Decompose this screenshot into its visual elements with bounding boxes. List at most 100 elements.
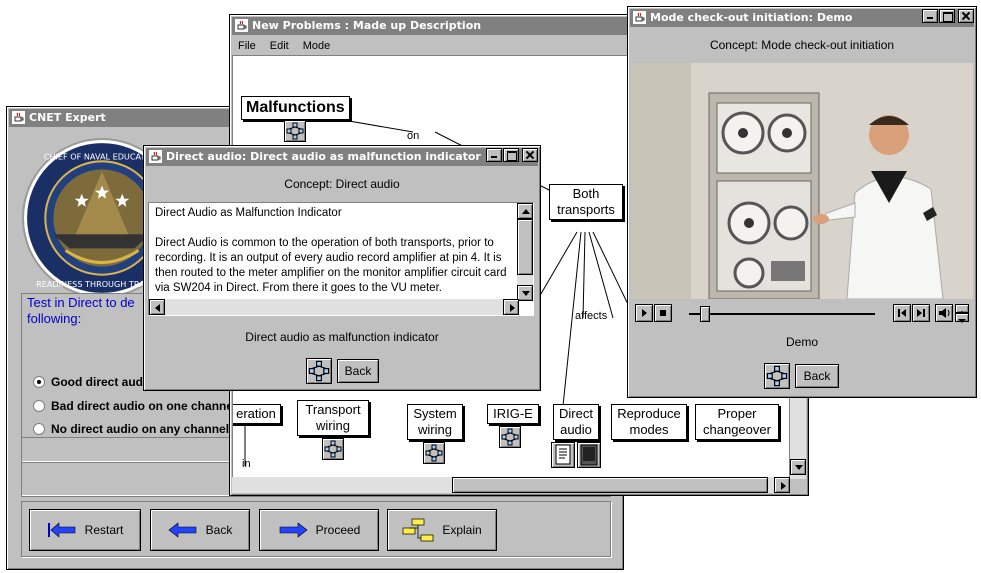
maximize-button[interactable] [503,148,519,162]
network-node-icon[interactable] [322,438,344,460]
concept-map-button[interactable] [306,358,332,384]
volume-button[interactable] [935,304,953,322]
node-operation[interactable]: eration [233,404,281,424]
radio-selected-icon[interactable] [33,376,45,388]
step-back-button[interactable] [893,304,911,322]
menu-file[interactable]: File [238,40,256,52]
option-label: No direct audio on any channel [51,422,230,436]
flowchart-icon [402,518,434,542]
menu-mode[interactable]: Mode [302,40,331,52]
window-controls [922,9,974,23]
node-reproduce-modes[interactable]: Reproduce modes [611,404,687,440]
chevron-right-icon [781,482,786,490]
node-label: eration [236,406,276,421]
window-controls [486,148,538,162]
node-direct-audio[interactable]: Direct audio [553,404,599,440]
step-forward-button[interactable] [912,304,930,322]
window-title: New Problems : Made up Description [252,19,482,32]
caption-label: Demo [785,335,818,349]
menu-edit[interactable]: Edit [269,40,289,52]
svg-text:CHIEF OF NAVAL EDUCATION: CHIEF OF NAVAL EDUCATION [44,151,160,161]
cnet-seal-logo: CHIEF OF NAVAL EDUCATION READINESS THROU… [22,138,182,298]
java-cup-icon [235,19,248,32]
text-horizontal-scrollbar[interactable] [149,299,519,315]
back-button[interactable]: Back [150,509,250,551]
node-irig-e[interactable]: IRIG-E [487,404,539,424]
stop-icon [660,310,666,316]
scroll-left-button[interactable] [149,299,165,315]
explain-label: Explain [442,523,482,537]
concept-label: Concept: Mode check-out initiation [709,38,895,52]
chevron-down-icon [958,319,966,323]
demo-titlebar[interactable]: Mode check-out initiation: Demo [630,9,974,27]
proceed-button[interactable]: Proceed [259,509,379,551]
node-proper-changeover[interactable]: Proper changeover [695,404,779,440]
java-cup-icon [12,111,25,124]
node-transport-wiring[interactable]: Transport wiring [297,400,369,436]
chevron-right-icon [510,304,515,312]
video-screen-icon[interactable] [577,442,601,468]
node-label: Direct audio [559,406,593,437]
close-button[interactable] [958,9,974,23]
minimize-button[interactable] [922,9,938,23]
window-title: Mode check-out initiation: Demo [650,11,853,24]
node-both-transports[interactable]: Both transports [549,184,623,220]
back-button[interactable]: Back [795,364,839,388]
prompt-line-2: following: [27,311,82,326]
left-arrow-icon [168,522,196,538]
chevron-up-icon [522,209,530,214]
vertical-scroll-thumb[interactable] [517,219,533,275]
network-node-icon[interactable] [423,442,445,464]
back-label: Back [205,523,233,537]
node-label: Both transports [557,186,615,217]
horizontal-scroll-thumb[interactable] [452,477,768,493]
option-good-direct-audio[interactable]: Good direct audio [33,375,154,389]
scroll-right-button[interactable] [503,299,519,315]
java-cup-icon [633,11,646,24]
maximize-button[interactable] [939,9,955,23]
description-text-area[interactable]: Direct Audio as Malfunction Indicator Di… [148,202,534,316]
caption-label: Direct audio as malfunction indicator [245,330,439,344]
node-label: Proper changeover [703,406,771,437]
node-system-wiring[interactable]: System wiring [407,404,463,440]
scroll-up-button[interactable] [517,203,533,219]
explain-button[interactable]: Explain [387,509,497,551]
radio-icon[interactable] [33,400,45,412]
node-label: System wiring [413,406,457,437]
scroll-down-button[interactable] [517,285,533,301]
concept-map-button[interactable] [764,363,790,389]
node-label: Transport wiring [305,402,361,433]
document-icon[interactable] [551,442,575,468]
stop-button[interactable] [654,304,672,322]
restart-button[interactable]: Restart [29,509,141,551]
option-bad-one-channel[interactable]: Bad direct audio on one channel [33,399,236,413]
position-slider-thumb[interactable] [700,306,711,322]
proceed-label: Proceed [315,523,361,537]
demo-video-frame[interactable] [631,63,973,299]
restart-label: Restart [84,523,124,537]
node-malfunctions[interactable]: Malfunctions [241,96,350,120]
audio-titlebar[interactable]: Direct audio: Direct audio as malfunctio… [146,148,538,166]
restart-arrow-icon [47,522,75,538]
text-vertical-scrollbar[interactable] [517,203,533,301]
window-title: CNET Expert [29,111,106,124]
network-node-icon[interactable] [499,426,521,448]
position-slider-track[interactable] [689,313,875,315]
network-node-icon[interactable] [284,120,306,142]
scroll-right-button[interactable] [774,477,790,493]
volume-up-button[interactable] [955,304,969,315]
minimize-button[interactable] [486,148,502,162]
node-label: IRIG-E [493,406,533,421]
radio-icon[interactable] [33,423,45,435]
volume-down-button[interactable] [955,313,969,323]
concept-label: Concept: Direct audio [284,177,400,191]
chevron-down-icon [795,465,803,470]
close-button[interactable] [522,148,538,162]
play-button[interactable] [635,304,653,322]
option-no-any-channel[interactable]: No direct audio on any channel [33,422,229,436]
horizontal-scrollbar[interactable] [232,477,790,493]
back-button[interactable]: Back [337,359,379,383]
step-forward-icon [917,309,925,317]
edge-label-affects: affects [575,310,608,322]
scroll-down-button[interactable] [790,459,806,475]
